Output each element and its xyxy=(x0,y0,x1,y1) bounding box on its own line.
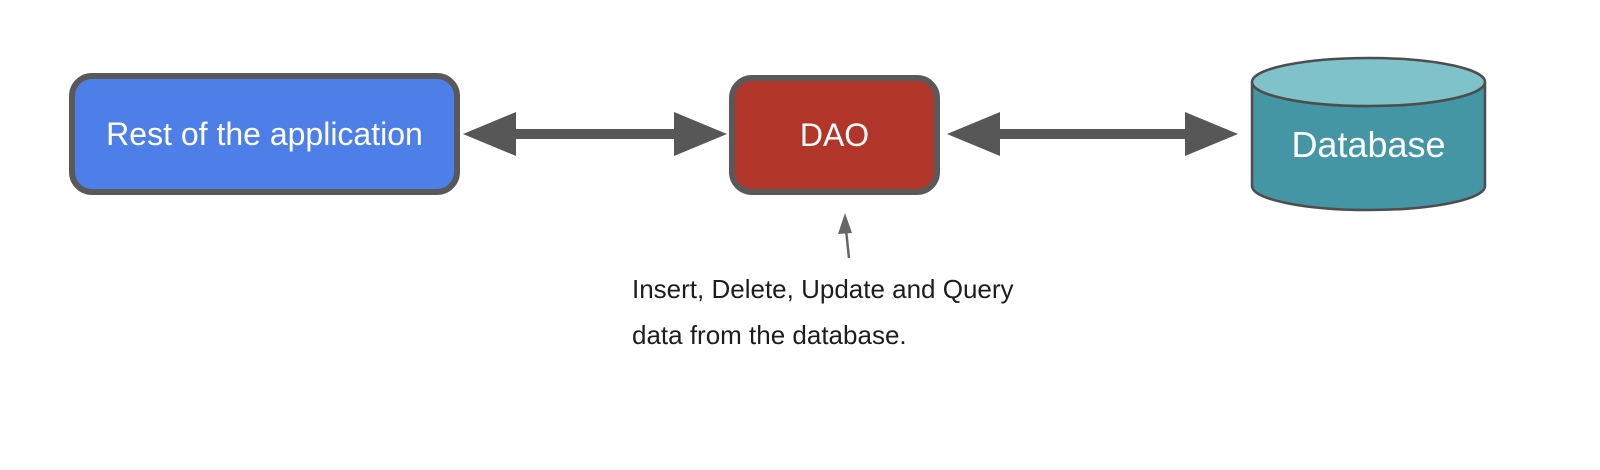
database-cylinder-top xyxy=(1250,56,1487,108)
annotation-pointer-line xyxy=(844,229,851,259)
arrow-dao-database xyxy=(947,112,1238,156)
dao-node-shape xyxy=(729,75,940,195)
app-node-shape xyxy=(69,73,460,195)
arrow-app-dao xyxy=(463,112,727,156)
annotation-text: Insert, Delete, Update and Query data fr… xyxy=(632,272,1092,352)
annotation-line-2: data from the database. xyxy=(632,320,907,350)
annotation-line-1: Insert, Delete, Update and Query xyxy=(632,274,1014,304)
annotation-pointer-arrowhead xyxy=(838,213,852,234)
